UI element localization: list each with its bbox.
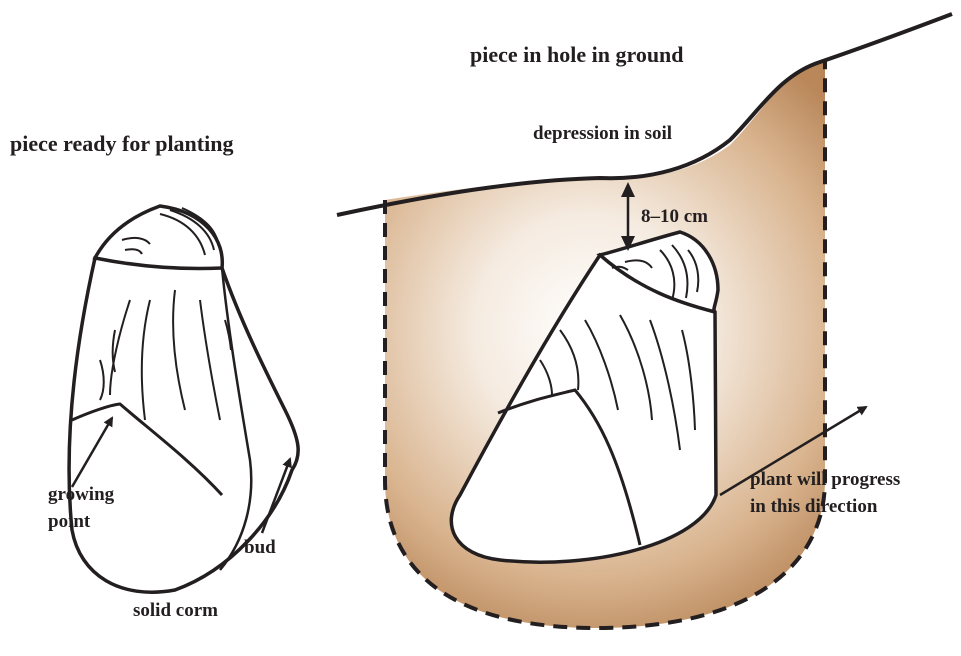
growing-point-label-line2: point [48, 511, 91, 532]
piece-ready-group: piece ready for planting growing point b… [10, 131, 298, 621]
direction-label-line2: in this direction [750, 496, 878, 517]
corm-ready [69, 206, 298, 592]
depression-label: depression in soil [533, 123, 672, 144]
right-title: piece in hole in ground [470, 42, 684, 67]
depth-label: 8–10 cm [641, 206, 708, 227]
left-title: piece ready for planting [10, 131, 233, 156]
bud-label: bud [244, 537, 276, 558]
solid-corm-label: solid corm [133, 600, 218, 621]
hole-in-ground-group: piece in hole in ground depression in so… [337, 14, 952, 628]
growing-point-label-line1: growing [48, 484, 115, 505]
direction-label-line1: plant will progress [750, 469, 900, 490]
corm-ready-top [95, 206, 222, 269]
